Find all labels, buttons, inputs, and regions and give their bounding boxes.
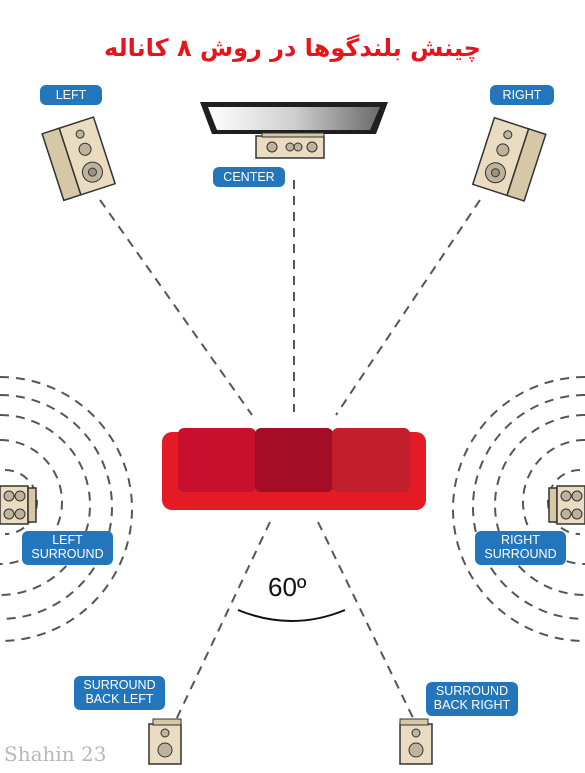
page-title: چینش بلندگوها در روش ۸ کاناله xyxy=(104,34,481,62)
angle-arc xyxy=(237,609,346,622)
tv xyxy=(200,102,388,134)
watermark: Shahin 23 xyxy=(4,742,107,766)
label-left-surround: LEFT SURROUND xyxy=(22,531,113,565)
right-surround-speaker-icon xyxy=(548,485,585,525)
front-left-speaker-icon xyxy=(41,116,117,202)
label-center: CENTER xyxy=(213,167,285,187)
line-back-right xyxy=(317,521,416,723)
center-speaker-icon xyxy=(255,132,325,159)
line-left xyxy=(99,199,253,416)
sofa xyxy=(162,428,426,510)
label-right-surround: RIGHT SURROUND xyxy=(475,531,566,565)
angle-label: 60º xyxy=(268,572,307,602)
label-left: LEFT xyxy=(40,85,102,105)
front-right-speaker-icon xyxy=(471,116,547,202)
label-right: RIGHT xyxy=(490,85,554,105)
label-surround-back-left: SURROUND BACK LEFT xyxy=(74,676,165,710)
left-surround-speaker-icon xyxy=(0,485,37,525)
line-back-left xyxy=(174,521,271,723)
surround-back-right-speaker-icon xyxy=(399,718,433,765)
speaker-sight-lines xyxy=(99,180,481,723)
surround-back-left-speaker-icon xyxy=(148,718,182,765)
line-right xyxy=(335,199,481,416)
label-surround-back-right: SURROUND BACK RIGHT xyxy=(426,682,518,716)
